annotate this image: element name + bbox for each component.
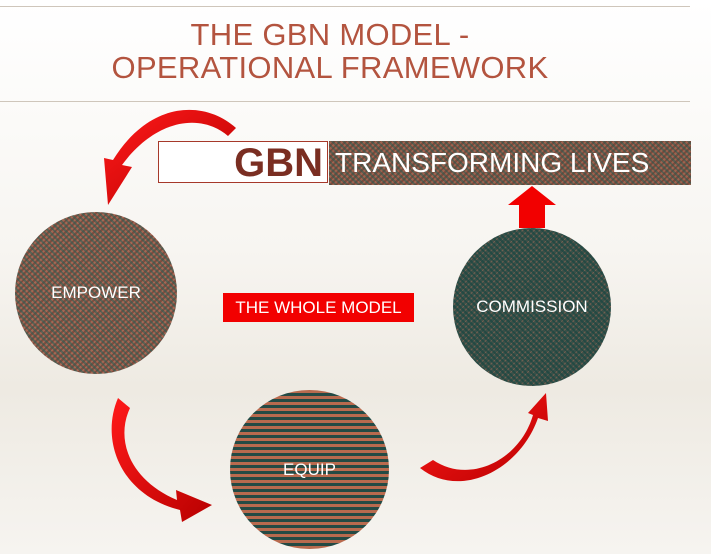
arrow-to-commission (420, 393, 548, 482)
commission-node: COMMISSION (453, 228, 611, 386)
empower-label: EMPOWER (51, 283, 141, 302)
equip-label: EQUIP (283, 459, 336, 479)
title-line-2: OPERATIONAL FRAMEWORK (111, 50, 549, 85)
top-divider (0, 6, 690, 7)
title-line-1: THE GBN MODEL - (190, 17, 470, 52)
arrow-up-to-banner (508, 186, 556, 228)
title-underline (0, 101, 690, 102)
whole-model-label: THE WHOLE MODEL (223, 293, 414, 322)
transforming-lives-banner: TRANSFORMING LIVES (329, 141, 691, 185)
equip-node: EQUIP (230, 390, 389, 549)
slide-title: THE GBN MODEL - OPERATIONAL FRAMEWORK (0, 18, 660, 84)
empower-node: EMPOWER (15, 212, 177, 374)
arrow-to-empower (104, 109, 236, 205)
arrow-to-equip (111, 398, 212, 522)
gbn-label-box: GBN (158, 141, 328, 184)
commission-label: COMMISSION (476, 297, 588, 316)
